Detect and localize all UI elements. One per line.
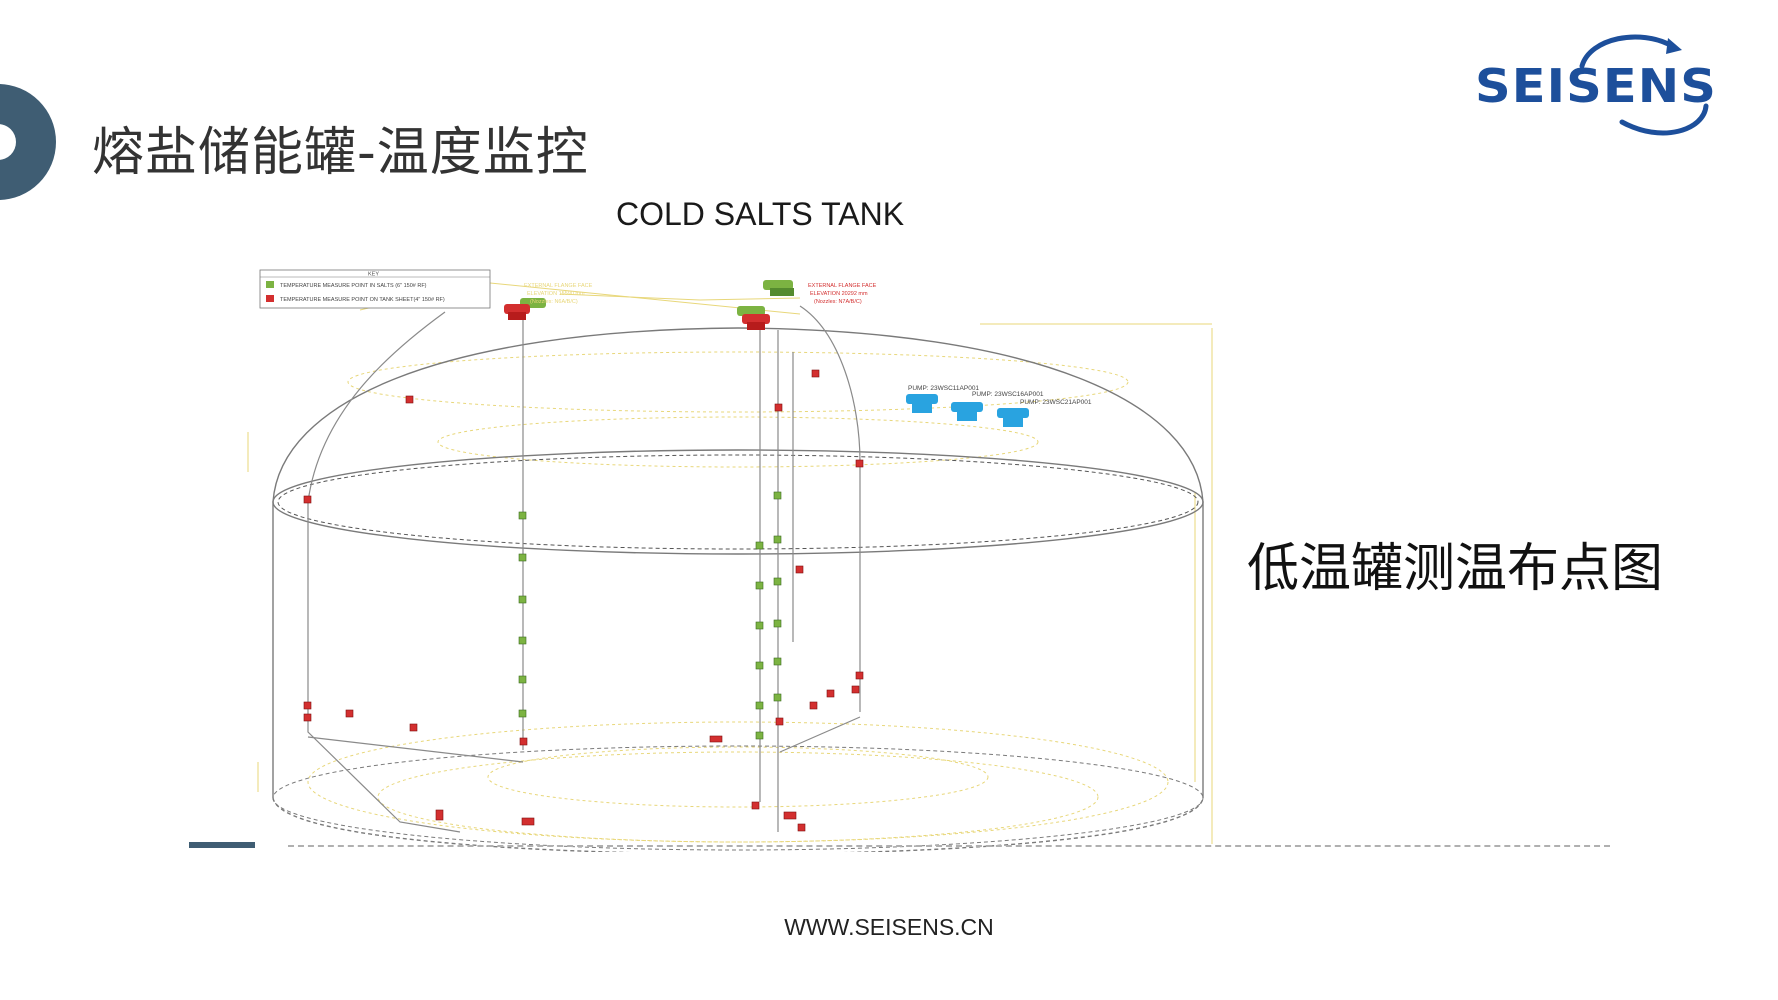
footer-dashed-divider [288,845,1610,847]
diagram-caption: 低温罐测温布点图 [1247,539,1664,599]
key-title: KEY [368,272,379,278]
tank-outline [272,327,1204,852]
internal-rings [307,351,1169,843]
footer-accent-bar [189,842,255,848]
pumps [906,394,1029,427]
pump-label-2: PUMP: 23WSC16AP001 [972,391,1044,398]
pump-1-icon [906,394,938,413]
diagram-title: COLD SALTS TANK [615,196,905,232]
flange-left-line-1: EXTERNAL FLANGE FACE [524,283,593,289]
sheet-measure-points [303,369,864,832]
dimension-lines [247,281,1213,844]
key-legend: KEY TEMPERATURE MEASURE POINT IN SALTS (… [259,269,491,309]
flange-right-line-1: EXTERNAL FLANGE FACE [808,283,877,289]
flange-left-line-3: (Nozzles: N6A/B/C) [530,299,578,305]
page-title: 熔盐储能罐-温度监控 [92,123,589,183]
nozzle-group-left [504,298,546,320]
flange-left-line-2: ELEVATION 15590 mm [527,291,585,297]
footer-website-url: WWW.SEISENS.CN [784,914,994,940]
corner-circle-mark [0,84,56,200]
seisens-logo: SEISENS [1475,34,1717,136]
pump-label-1: PUMP: 23WSC11AP001 [908,385,979,392]
sensor-wires [307,305,861,833]
logo-wordmark: SEISENS [1475,59,1717,113]
pump-2-icon [951,402,983,421]
nozzle-group-right [737,280,794,330]
key-item-salt: TEMPERATURE MEASURE POINT IN SALTS (6" 1… [280,283,427,289]
flange-right-line-2: ELEVATION 20292 mm [810,291,868,297]
flange-right-line-3: (Nozzles: N7A/B/C) [814,299,862,305]
flange-callout-right: EXTERNAL FLANGE FACE ELEVATION 20292 mm … [808,283,877,305]
cold-salts-tank-diagram: PUMP: 23WSC11AP001 PUMP: 23WSC16AP001 PU… [247,269,1213,852]
salt-measure-points [518,491,782,740]
pump-3-icon [997,408,1029,427]
key-item-sheet: TEMPERATURE MEASURE POINT ON TANK SHEET(… [280,297,445,303]
pump-label-3: PUMP: 23WSC21AP001 [1020,399,1092,406]
flange-callout-left: EXTERNAL FLANGE FACE ELEVATION 15590 mm … [524,283,593,305]
